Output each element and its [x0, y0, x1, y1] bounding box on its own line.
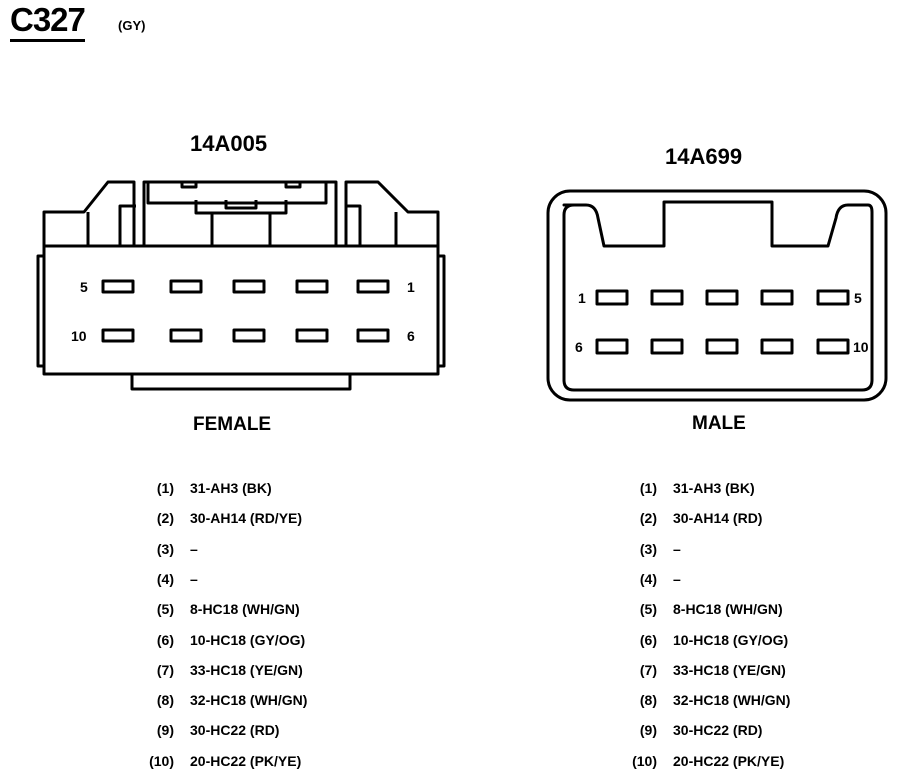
male-cavity-4 [760, 289, 794, 306]
male-pin-number: (7) [639, 661, 657, 678]
male-pin-row: (9) 30-HC22 (RD) [0, 722, 899, 742]
male-cavities [595, 289, 850, 355]
male-cavity-5 [816, 289, 850, 306]
female-cavity-4 [169, 279, 203, 294]
male-pin-row: (4)– [0, 571, 899, 591]
male-pin-row: (10) 20-HC22 (PK/YE) [0, 753, 899, 773]
male-pin-row: (1) 31-AH3 (BK) [0, 480, 899, 500]
male-cavity-3 [705, 289, 739, 306]
female-pin-wire: 30-HC22 (RD) [190, 722, 280, 739]
female-pin-number: (4) [156, 570, 174, 587]
connector-color-code: (GY) [118, 18, 146, 33]
female-pin-row: (9) 30-HC22 (RD) [0, 722, 899, 742]
female-pin-number: (2) [156, 510, 174, 527]
male-pin-number: (1) [639, 480, 657, 496]
female-cavity-label-1: 1 [407, 279, 415, 295]
female-cavity-10 [101, 328, 135, 343]
male-cavity-label-10: 10 [853, 339, 869, 355]
female-pin-number: (6) [156, 631, 174, 648]
female-cavity-2 [295, 279, 329, 294]
male-cavity-8 [705, 338, 739, 355]
male-pin-number: (9) [639, 722, 657, 739]
male-connector-body [546, 189, 888, 402]
female-pin-wire: 8-HC18 (WH/GN) [190, 601, 300, 618]
female-cavity-label-5: 5 [80, 279, 88, 295]
female-pin-row: (10) 20-HC22 (PK/YE) [0, 753, 899, 773]
male-pin-row: (7) 33-HC18 (YE/GN) [0, 662, 899, 682]
male-pin-wire: 8-HC18 (WH/GN) [673, 601, 783, 618]
female-cavity-label-10: 10 [71, 328, 87, 344]
female-pin-wire: 10-HC18 (GY/OG) [190, 631, 306, 648]
male-pin-wire: 10-HC18 (GY/OG) [673, 631, 789, 648]
male-cavity-6 [595, 338, 629, 355]
male-pin-wire: – [673, 540, 681, 557]
female-cavity-9 [169, 328, 203, 343]
male-pin-wire: 30-HC22 (RD) [673, 722, 763, 739]
male-pin-number: (8) [639, 692, 657, 709]
female-pin-number: (1) [156, 480, 174, 496]
female-pin-row: (3)– [0, 541, 899, 561]
male-pin-row: (2) 30-AH14 (RD) [0, 510, 899, 530]
female-pin-wire: 31-AH3 (BK) [190, 480, 272, 496]
female-pin-row: (6) 10-HC18 (GY/OG) [0, 632, 899, 652]
female-cavities [101, 279, 390, 343]
male-pin-wire: 30-AH14 (RD) [673, 510, 763, 527]
female-cavity-8 [232, 328, 266, 343]
male-pin-number: (4) [639, 570, 657, 587]
female-pin-row: (2) 30-AH14 (RD/YE) [0, 510, 899, 530]
female-pin-wire: 33-HC18 (YE/GN) [190, 661, 303, 678]
male-pin-number: (3) [639, 540, 657, 557]
male-pin-row: (6) 10-HC18 (GY/OG) [0, 632, 899, 652]
female-pin-number: (3) [156, 540, 174, 557]
male-pin-row: (5) 8-HC18 (WH/GN) [0, 601, 899, 621]
male-cavity-label-6: 6 [575, 339, 583, 355]
male-pin-number: (10) [632, 752, 657, 769]
female-pin-row: (4)– [0, 571, 899, 591]
female-part-number: 14A005 [190, 131, 268, 156]
male-pin-wire: 32-HC18 (WH/GN) [673, 692, 791, 709]
male-pin-wire: 33-HC18 (YE/GN) [673, 661, 786, 678]
male-pin-wire: 31-AH3 (BK) [673, 480, 755, 496]
male-pin-wire: 20-HC22 (PK/YE) [673, 752, 785, 769]
female-pin-wire: – [190, 570, 198, 587]
female-cavity-1 [356, 279, 390, 294]
male-pin-row: (8) 32-HC18 (WH/GN) [0, 692, 899, 712]
male-cavity-9 [760, 338, 794, 355]
female-pin-row: (8) 32-HC18 (WH/GN) [0, 692, 899, 712]
male-cavity-label-1: 1 [578, 290, 586, 306]
female-label: FEMALE [193, 414, 272, 435]
female-pin-number: (8) [156, 692, 174, 709]
female-pin-row: (7) 33-HC18 (YE/GN) [0, 662, 899, 682]
female-pin-number: (9) [156, 722, 174, 739]
female-pin-wire: 30-AH14 (RD/YE) [190, 510, 303, 527]
male-pin-number: (6) [639, 631, 657, 648]
male-pin-row: (3)– [0, 541, 899, 561]
female-cavity-5 [101, 279, 135, 294]
male-pin-number: (5) [639, 601, 657, 618]
female-cavity-6 [356, 328, 390, 343]
male-label: MALE [692, 413, 746, 434]
male-part-number: 14A699 [665, 144, 743, 169]
female-pin-wire: – [190, 540, 198, 557]
male-cavity-label-5: 5 [854, 290, 862, 306]
female-cavity-3 [232, 279, 266, 294]
female-pin-row: (1) 31-AH3 (BK) [0, 480, 899, 500]
female-cavity-7 [295, 328, 329, 343]
male-cavity-1 [595, 289, 629, 306]
female-pin-number: (10) [149, 752, 174, 769]
female-cavity-label-6: 6 [407, 328, 415, 344]
female-pin-number: (7) [156, 661, 174, 678]
male-cavity-2 [650, 289, 684, 306]
female-connector-body [36, 180, 446, 391]
female-pin-wire: 32-HC18 (WH/GN) [190, 692, 308, 709]
connector-id: C327 [10, 2, 86, 42]
female-pin-number: (5) [156, 601, 174, 618]
male-cavity-10 [816, 338, 850, 355]
male-pin-wire: – [673, 570, 681, 587]
male-cavity-7 [650, 338, 684, 355]
female-pin-row: (5) 8-HC18 (WH/GN) [0, 601, 899, 621]
female-pin-wire: 20-HC22 (PK/YE) [190, 752, 302, 769]
male-pin-number: (2) [639, 510, 657, 527]
